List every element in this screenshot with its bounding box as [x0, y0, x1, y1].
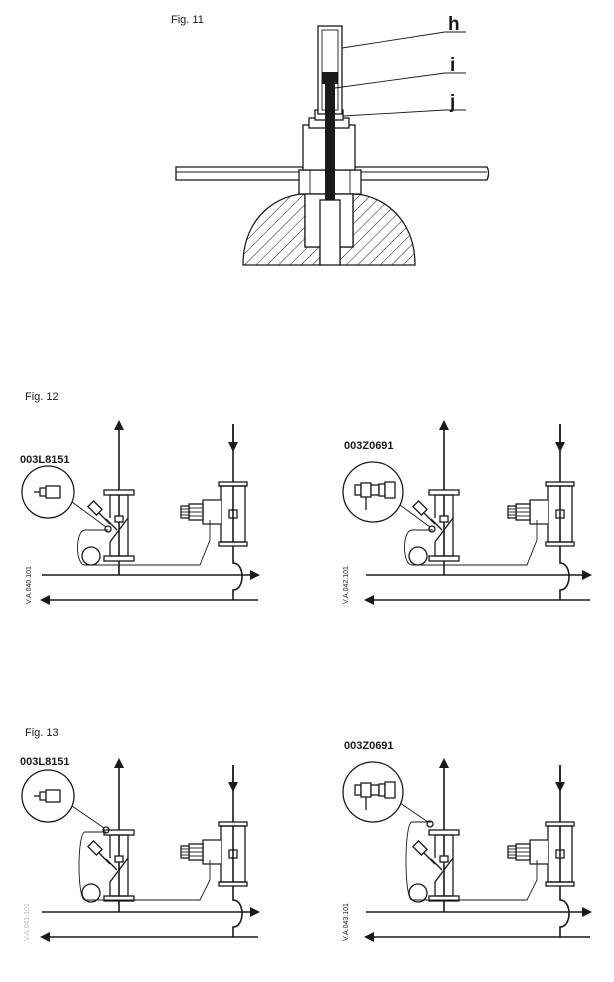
fig12-code-right: 003Z0691 — [344, 440, 394, 452]
fig12-code-left: 003L8151 — [20, 454, 70, 466]
fig13-vlabel-left: V.A.041.101 — [24, 903, 31, 941]
fig11-label-h: h — [448, 14, 460, 35]
fig13-caption: Fig. 13 — [25, 727, 59, 739]
fig12-right-diagram — [342, 420, 592, 605]
fig11-caption: Fig. 11 — [171, 14, 204, 26]
fig12-caption: Fig. 12 — [25, 391, 59, 403]
fig13-code-right: 003Z0691 — [344, 740, 394, 752]
fig13-left-diagram — [21, 758, 260, 942]
fig12-vlabel-right: V.A.042.101 — [343, 566, 350, 604]
fig11-drawing — [175, 25, 490, 266]
fig11-label-i: i — [450, 55, 456, 76]
fig12-vlabel-left: V.A.040.101 — [26, 566, 33, 604]
fig13-right-diagram — [342, 758, 592, 942]
fig13-code-left: 003L8151 — [20, 756, 70, 768]
fig12-left-diagram — [21, 420, 260, 605]
fig11-label-j: j — [450, 92, 456, 113]
fig11-stem — [325, 72, 335, 200]
fig13-vlabel-right: V.A.043.101 — [343, 903, 350, 941]
